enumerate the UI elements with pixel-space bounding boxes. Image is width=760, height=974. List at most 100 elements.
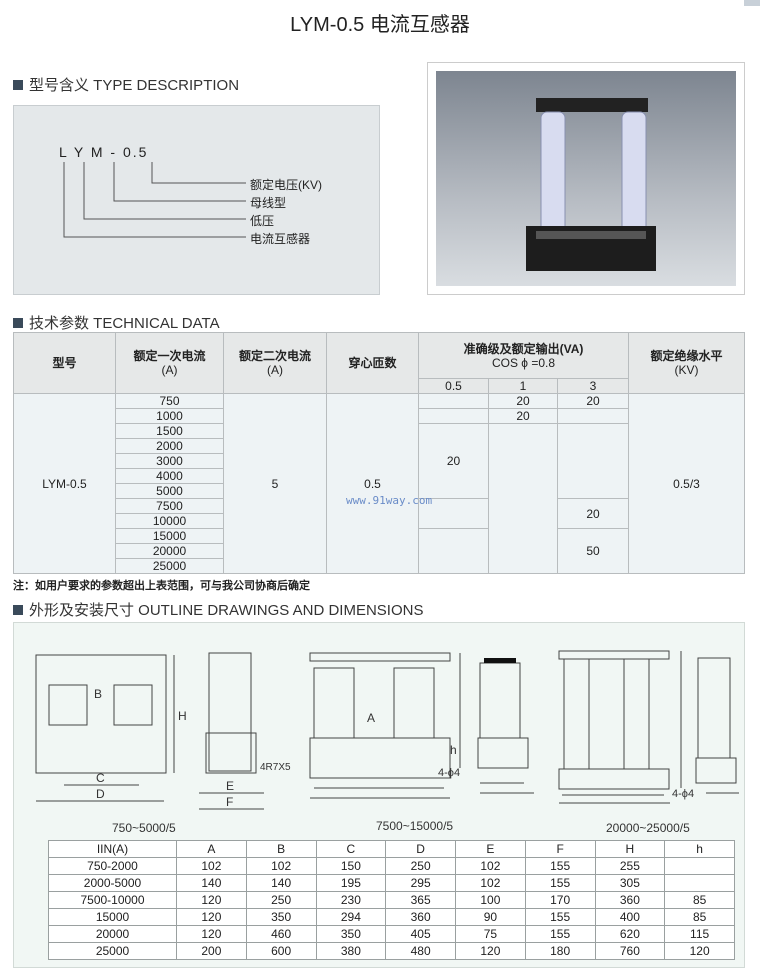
dim-cell: 85	[664, 891, 735, 909]
cell-va: 50	[557, 528, 629, 574]
dim-cell: 380	[315, 942, 387, 960]
dim-cell: 155	[524, 908, 596, 926]
type-leader-lines	[63, 162, 246, 238]
header-turns: 穿心匝数	[326, 332, 419, 394]
dim-cell: 15000	[48, 908, 177, 926]
dim-cell: 760	[594, 942, 666, 960]
dim-cell: 170	[524, 891, 596, 909]
corner-mark	[744, 0, 760, 6]
type-description-box: L Y M - 0.5 额定电压(KV) 母线型 低压 电流互感器	[13, 105, 380, 295]
type-item: 低压	[250, 214, 275, 228]
dim-cell: 150	[315, 857, 387, 875]
cell-va	[557, 408, 629, 424]
dim-cell: 295	[385, 874, 456, 892]
dim-cell: 140	[176, 874, 247, 892]
dim-cell: 460	[245, 925, 317, 943]
cell-primary: 10000	[115, 513, 224, 529]
cell-va	[418, 393, 489, 409]
cell-primary: 1000	[115, 408, 224, 424]
dim-cell: 120	[176, 891, 247, 909]
header-class: 1	[488, 378, 558, 394]
dim-cell: 120	[455, 942, 526, 960]
dim-header: IIN(A)	[48, 840, 177, 858]
dim-header: H	[594, 840, 666, 858]
dim-cell: 250	[385, 857, 456, 875]
dim-label-f: F	[226, 795, 234, 809]
header-accuracy: 准确级及额定输出(VA)COS ϕ =0.8	[418, 332, 629, 379]
cell-primary: 7500	[115, 498, 224, 514]
drawing-caption: 750~5000/5	[112, 821, 176, 835]
dim-label-b: B	[94, 687, 103, 701]
technical-data-table: 型号 额定一次电流(A) 额定二次电流(A) 穿心匝数 准确级及额定输出(VA)…	[13, 332, 745, 574]
watermark: www.91way.com	[346, 494, 433, 507]
dim-cell: 102	[176, 857, 247, 875]
dim-label-d: D	[96, 787, 105, 801]
dim-cell: 405	[385, 925, 456, 943]
cell-va	[418, 528, 489, 574]
cell-primary: 2000	[115, 438, 224, 454]
dim-header: A	[176, 840, 247, 858]
cell-insulation: 0.5/3	[628, 393, 745, 574]
dim-cell: 200	[176, 942, 247, 960]
dim-header: h	[664, 840, 735, 858]
cell-primary: 750	[115, 393, 224, 409]
dim-cell: 350	[315, 925, 387, 943]
dim-cell: 294	[315, 908, 387, 926]
dim-cell: 250	[245, 891, 317, 909]
cell-va	[557, 423, 629, 499]
dim-cell: 120	[176, 908, 247, 926]
section-title: 外形及安装尺寸 OUTLINE DRAWINGS AND DIMENSIONS	[29, 602, 424, 619]
cell-primary: 4000	[115, 468, 224, 484]
dim-cell: 85	[664, 908, 735, 926]
dim-cell: 750-2000	[48, 857, 177, 875]
header-insulation: 额定绝缘水平(KV)	[628, 332, 745, 394]
dim-cell: 120	[176, 925, 247, 943]
dim-label-a: A	[367, 711, 376, 725]
section-technical-data: 技术参数 TECHNICAL DATA	[13, 312, 220, 333]
cell-va	[418, 408, 489, 424]
cell-secondary: 5	[223, 393, 327, 574]
dim-cell: 102	[455, 857, 526, 875]
dim-header: F	[524, 840, 596, 858]
cell-va: 20	[557, 498, 629, 529]
holes-label: 4-ϕ4	[438, 767, 461, 779]
dim-cell: 155	[524, 857, 596, 875]
cell-primary: 15000	[115, 528, 224, 544]
product-photo	[436, 71, 736, 286]
cell-va: 20	[488, 393, 558, 409]
dim-cell: 20000	[48, 925, 177, 943]
holes-label: 4-ϕ4	[672, 788, 695, 800]
section-title: 型号含义 TYPE DESCRIPTION	[29, 77, 240, 94]
dim-cell: 255	[594, 857, 666, 875]
drawing-caption: 20000~25000/5	[606, 821, 690, 835]
cell-va: 20	[418, 423, 489, 499]
dim-cell: 155	[524, 874, 596, 892]
cell-va: 20	[488, 408, 558, 424]
type-item: 电流互感器	[250, 232, 311, 246]
product-photo-frame	[427, 62, 745, 295]
dim-cell: 305	[594, 874, 666, 892]
dim-cell: 102	[245, 857, 317, 875]
cell-va: 20	[557, 393, 629, 409]
dim-cell: 7500-10000	[48, 891, 177, 909]
type-item: 额定电压(KV)	[250, 178, 323, 192]
dim-label-c: C	[96, 771, 105, 785]
dim-cell	[664, 874, 735, 892]
section-outline: 外形及安装尺寸 OUTLINE DRAWINGS AND DIMENSIONS	[13, 599, 423, 620]
dim-header: C	[315, 840, 387, 858]
dim-cell: 600	[245, 942, 317, 960]
dim-cell: 365	[385, 891, 456, 909]
cell-va	[488, 423, 558, 574]
outline-drawings	[35, 650, 739, 810]
dim-label-e: E	[226, 779, 235, 793]
dim-cell	[664, 857, 735, 875]
dim-label-h-small: h	[450, 743, 457, 757]
dim-cell: 230	[315, 891, 387, 909]
dim-cell: 180	[524, 942, 596, 960]
cell-primary: 1500	[115, 423, 224, 439]
